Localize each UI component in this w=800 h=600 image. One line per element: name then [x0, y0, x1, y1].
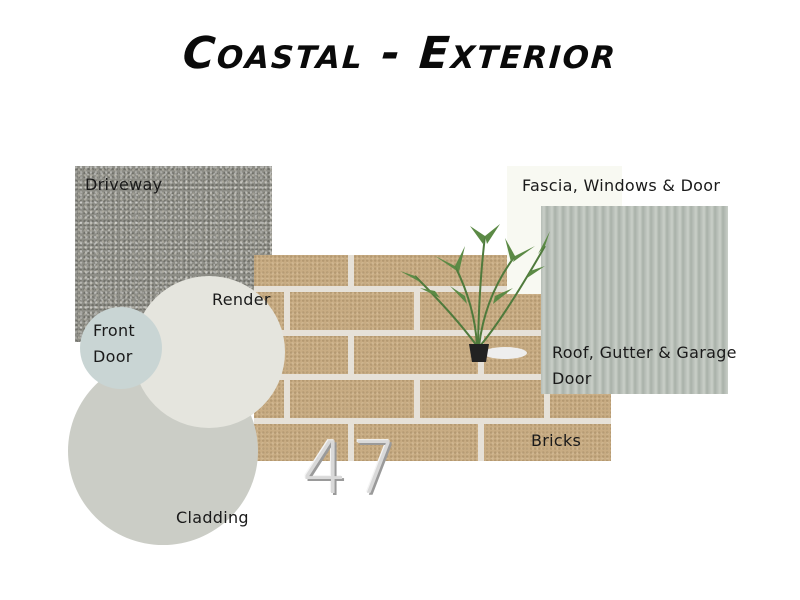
bricks-label: Bricks — [531, 431, 582, 450]
front-door-label-line2: Door — [93, 347, 133, 366]
roof-swatch — [541, 206, 728, 394]
render-label: Render — [212, 290, 271, 309]
roof-label-line2: Door — [552, 369, 592, 388]
front-door-label: Front Door — [93, 318, 135, 370]
front-door-swatch — [80, 307, 162, 389]
house-number: 47 — [302, 426, 402, 510]
driveway-label: Driveway — [85, 175, 163, 194]
roof-label-line1: Roof, Gutter & Garage — [552, 343, 737, 362]
fascia-label: Fascia, Windows & Door — [522, 176, 721, 195]
roof-label: Roof, Gutter & Garage Door — [552, 340, 737, 392]
plant-icon — [400, 224, 550, 362]
page-title: Coastal - Exterior — [181, 28, 619, 79]
cladding-label: Cladding — [176, 508, 249, 527]
front-door-label-line1: Front — [93, 321, 135, 340]
